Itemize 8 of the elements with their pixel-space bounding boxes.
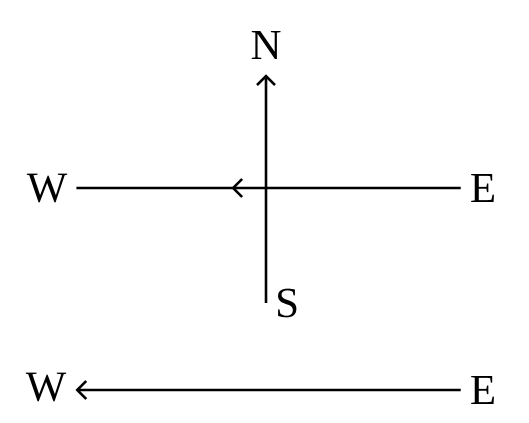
direction-label: W bbox=[26, 174, 68, 202]
direction-label: E bbox=[471, 376, 494, 404]
direction-label: N bbox=[252, 30, 280, 60]
arrow bbox=[256, 74, 276, 303]
direction-label: W bbox=[26, 372, 66, 402]
direction-label: E bbox=[471, 174, 494, 202]
direction-label: S bbox=[278, 288, 296, 318]
arrow bbox=[75, 380, 461, 400]
